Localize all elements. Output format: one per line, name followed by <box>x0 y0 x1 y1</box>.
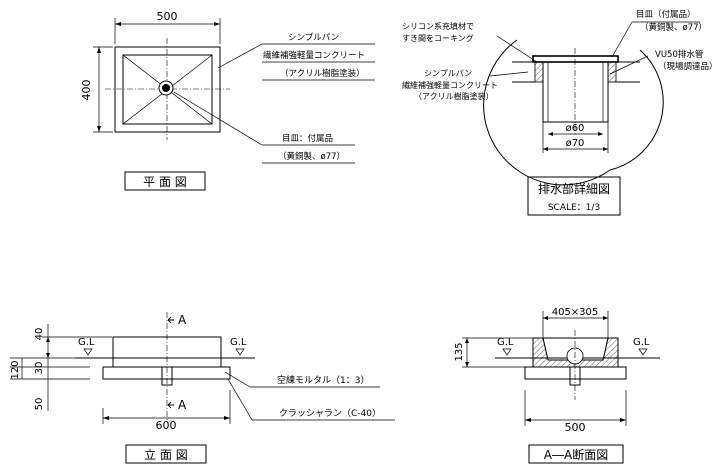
elevation-label-gravel: クラッシャラン（C-40） <box>279 408 381 419</box>
section-dim-135: 135 <box>454 342 465 361</box>
section-gl-left: G.L <box>497 337 514 348</box>
detail-dim-outer: ø70 <box>566 138 585 149</box>
plan-label-drain-spec: （黄銅製、ø77） <box>278 151 345 162</box>
elevation-gl-left: G.L <box>78 337 95 348</box>
plan-label-coating: （アクリル樹脂塗装） <box>280 68 365 79</box>
detail-label-plate-2: （黄銅製、ø77） <box>640 22 707 33</box>
elevation-label-mortar: 空練モルタル（1：3） <box>277 374 369 386</box>
plan-sink-basin <box>122 54 213 125</box>
detail-label-sink-2: 繊維補強軽量コンクリート <box>402 80 498 90</box>
plan-label-material: 繊維補強軽量コンクリート <box>263 50 365 61</box>
elevation-section-top: A <box>178 313 187 327</box>
section-gl-right: G.L <box>633 337 650 348</box>
plan-view: 500 400 シンプルパン 繊維補強軽量コンクリート （アクリル樹脂塗装） 目… <box>80 10 375 191</box>
detail-label-pipe-1: VU50排水管 <box>655 49 703 60</box>
detail-label-plate-1: 目皿（付属品） <box>636 9 696 20</box>
detail-dim-inner: ø60 <box>566 123 585 134</box>
elevation-section-bottom: A <box>178 398 187 412</box>
elevation-dim-40: 40 <box>34 328 45 341</box>
plan-label-sink: シンプルパン <box>288 33 339 43</box>
elevation-dim-50: 50 <box>34 398 45 411</box>
drain-detail: ø60 ø70 シリコン系充填材で すき間をコーキング 目皿（付属品） （黄銅製… <box>402 9 718 216</box>
detail-label-caulk-1: シリコン系充填材で <box>402 21 474 31</box>
elevation-dim-30: 30 <box>34 362 45 375</box>
plan-dim-width: 500 <box>157 10 178 23</box>
elevation-gl-right: G.L <box>230 337 247 348</box>
elevation-sink <box>112 336 222 368</box>
detail-scale: SCALE：1/3 <box>548 203 600 213</box>
elevation-dim-width: 600 <box>156 419 177 432</box>
section-view: 405×305 135 G.L G.L 500 A―A断面図 <box>454 307 660 464</box>
detail-title: 排水部詳細図 <box>538 181 610 196</box>
section-title: A―A断面図 <box>544 447 608 462</box>
plan-dim-depth: 400 <box>80 80 93 101</box>
plan-sink-outline <box>114 46 221 133</box>
plan-label-drain-plate: 目皿：付属品 <box>282 133 333 144</box>
detail-label-caulk-2: すき間をコーキング <box>402 33 474 43</box>
section-dim-width: 500 <box>565 421 586 434</box>
detail-label-sink-1: シンプルパン <box>424 69 472 78</box>
plan-title: 平 面 図 <box>143 175 187 189</box>
elevation-dim-120: 120 <box>10 360 21 379</box>
elevation-title: 立 面 図 <box>144 447 188 462</box>
section-dim-top: 405×305 <box>552 307 599 318</box>
detail-label-pipe-2: （現場調達品） <box>658 61 718 72</box>
detail-label-sink-3: （アクリル樹脂塗装） <box>414 91 494 101</box>
elevation-view: 40 30 120 50 G.L G.L A A 600 空練モルタル（1：3 <box>10 312 395 464</box>
